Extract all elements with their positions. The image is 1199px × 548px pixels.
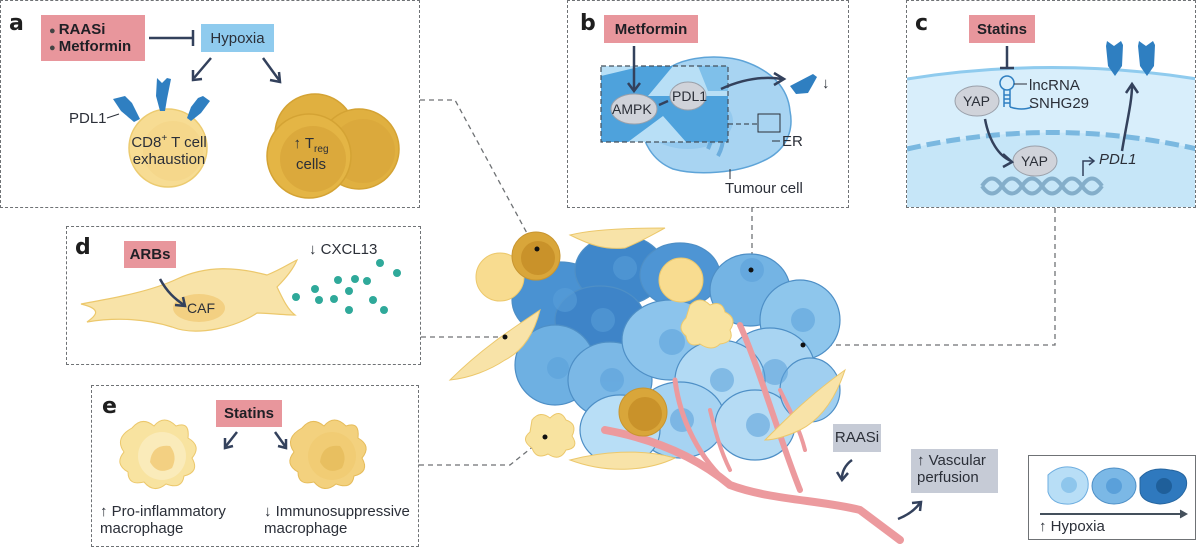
tcell-label: CD8+ T cell exhaustion <box>131 133 207 169</box>
macrophage-2 <box>680 299 734 349</box>
er-label: ER <box>782 133 803 150</box>
pdl1-decrease-arrow: ↓ <box>822 75 830 92</box>
drug-box-statins: Statins <box>216 400 282 427</box>
immunosuppressive-macrophage <box>289 419 367 489</box>
cxcl13-label: ↓ CXCL13 <box>309 241 378 258</box>
panel-label-b: b <box>580 11 596 36</box>
hypoxia-box: Hypoxia <box>201 24 274 52</box>
arrow-to-tcell <box>191 57 212 82</box>
treg-2 <box>618 387 668 437</box>
legend-label: ↑ Hypoxia <box>1039 518 1105 535</box>
yap-cyto-label: YAP <box>963 93 990 109</box>
yap-nucleus <box>1012 145 1058 177</box>
drug-box-raasi-metformin: ● RAASi ● Metformin <box>41 15 145 61</box>
pro-inflammatory-label: ↑ Pro-inflammatory macrophage <box>100 503 226 538</box>
connector-c <box>803 208 1056 346</box>
pdl1-label: PDL1 <box>672 88 708 104</box>
arrow-to-pro-inflammatory <box>225 431 238 447</box>
panel-e: e Statins ↑ Pro-inflammatory macrophage … <box>91 385 419 547</box>
raasi-arrow <box>840 458 853 479</box>
er-zoom-box <box>757 113 781 133</box>
lncrna-icon <box>999 75 1033 110</box>
cd8-t-cell <box>128 108 208 188</box>
pro-inflammatory-macrophage <box>119 419 197 489</box>
panel-label-c: c <box>915 11 929 36</box>
caf-cell-2 <box>448 308 541 381</box>
ampk-to-pdl1-arrow <box>658 99 669 107</box>
arrow-to-treg <box>261 57 282 84</box>
drug-item-raasi: ● RAASi <box>49 21 106 38</box>
pdl1-gene-label: PDL1 <box>1099 151 1137 168</box>
pdl1-leader-line <box>106 113 120 119</box>
treg-cells <box>266 93 400 199</box>
panel-e-graphics <box>119 419 367 489</box>
arrow-to-immunosuppressive <box>273 431 287 447</box>
pdl1-label: PDL1 <box>69 110 107 127</box>
lncrna-label: lncRNA SNHG29 <box>1029 77 1090 112</box>
panel-c-graphics <box>907 41 1195 207</box>
panel-d: d ARBs CAF ↓ CXCL13 <box>66 226 421 365</box>
panel-c: c Statins YAP YAP lncRNA SNHG29 PDL1 <box>906 0 1196 208</box>
treg-label: ↑ Treg cells <box>293 135 329 173</box>
transcription-arrow <box>1082 160 1093 176</box>
raasi-box: RAASi <box>833 424 881 452</box>
cell-nuclei <box>547 256 815 437</box>
drug-item-metformin: ● Metformin <box>49 38 132 55</box>
drug-box-arbs: ARBs <box>124 241 176 268</box>
pdl1-export-arrow <box>1120 85 1134 152</box>
ampk-ellipse <box>610 93 658 125</box>
panel-d-graphics <box>80 258 401 332</box>
tumour-cell-label: Tumour cell <box>725 180 803 197</box>
vascular-perfusion-box: ↑ Vascular perfusion <box>911 449 998 493</box>
panel-b: b Metformin AMPK PDL1 ↓ ER Tumour cell <box>567 0 849 208</box>
cxcl13-dots <box>292 259 401 314</box>
panel-a: a ● RAASi ● Metformin Hypoxia <box>0 0 420 208</box>
immunosuppressive-label: ↓ Immunosuppressive macrophage <box>264 503 410 538</box>
caf-label: CAF <box>187 300 215 316</box>
yap-cytoplasm <box>954 85 1000 117</box>
panel-b-graphics <box>600 46 817 179</box>
macrophage-1 <box>525 413 576 458</box>
tumour-cell-cluster <box>511 234 841 466</box>
panel-a-graphics <box>106 30 400 199</box>
hypoxia-legend: ↑ Hypoxia <box>1028 455 1196 540</box>
tcell <box>475 252 525 302</box>
immune-cells <box>448 227 846 470</box>
drug-box-metformin: Metformin <box>604 15 698 43</box>
perfusion-arrow <box>897 502 922 521</box>
pdl1-receptor-icon <box>790 74 817 94</box>
panel-label-a: a <box>9 11 24 36</box>
tcell-2 <box>658 257 704 303</box>
panel-label-e: e <box>102 394 117 419</box>
pdl1-ellipse <box>669 81 707 111</box>
panel-label-d: d <box>75 235 91 260</box>
ampk-label: AMPK <box>612 101 652 117</box>
pdl1-receptor-icon <box>1106 41 1155 76</box>
dna-helix <box>980 176 1104 196</box>
yap-nuc-label: YAP <box>1021 153 1048 169</box>
connector-a <box>420 99 536 249</box>
drug-box-statins: Statins <box>969 15 1035 43</box>
caf-cell-1 <box>568 227 666 249</box>
treg <box>511 231 561 281</box>
caf-cell-3 <box>568 451 677 470</box>
pdl1-export-arrow <box>720 76 783 91</box>
pdl1-receptor-icon <box>113 78 210 122</box>
arrbs-arrow <box>158 278 187 308</box>
connector-e <box>419 436 546 466</box>
